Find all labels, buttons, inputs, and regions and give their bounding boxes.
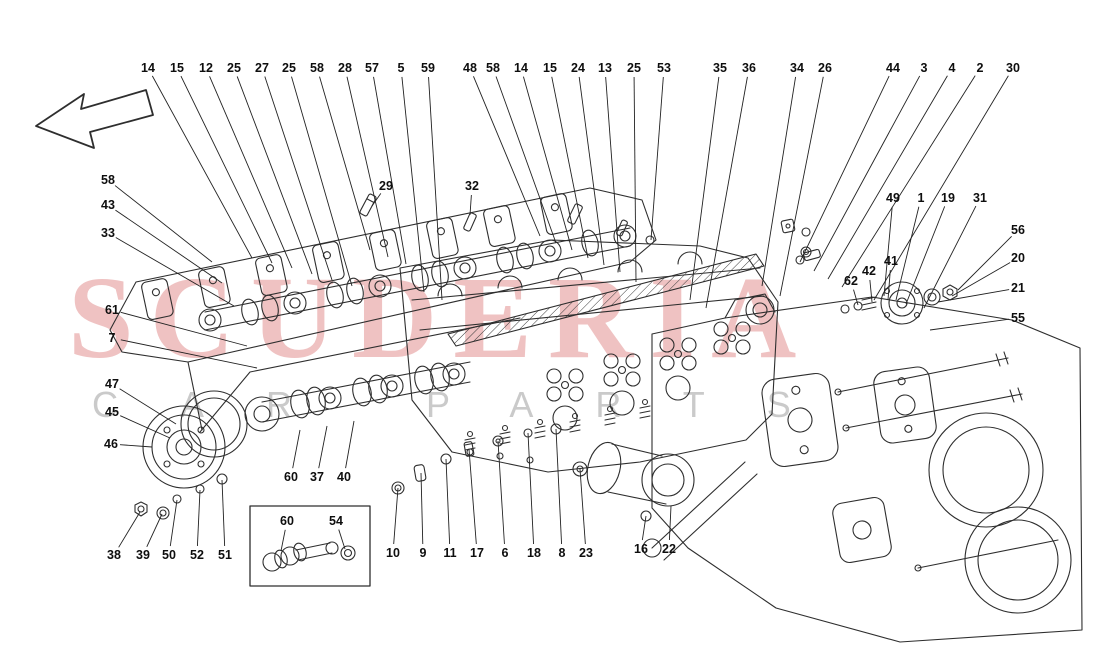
callout-22: 22 — [662, 541, 676, 556]
callout-21: 21 — [1011, 280, 1025, 295]
callout-15: 15 — [170, 60, 184, 75]
callout-32: 32 — [465, 178, 479, 193]
callout-42: 42 — [862, 263, 876, 278]
callout-62: 62 — [844, 273, 858, 288]
callout-25: 25 — [227, 60, 241, 75]
callout-1: 1 — [917, 190, 925, 205]
callout-5: 5 — [397, 60, 405, 75]
callout-14: 14 — [141, 60, 155, 75]
callout-13: 13 — [598, 60, 612, 75]
callout-30: 30 — [1006, 60, 1020, 75]
watermark-secondary: CAR PARTS — [92, 384, 853, 425]
callout-46: 46 — [104, 436, 118, 451]
callout-9: 9 — [419, 545, 427, 560]
callout-31: 31 — [973, 190, 987, 205]
direction-arrow-icon — [36, 90, 153, 148]
watermark-primary: SCUDERIA — [68, 252, 813, 383]
callout-20: 20 — [1011, 250, 1025, 265]
callout-52: 52 — [190, 547, 204, 562]
callout-57: 57 — [365, 60, 379, 75]
callout-11: 11 — [443, 545, 457, 560]
callout-35: 35 — [713, 60, 727, 75]
callout-36: 36 — [742, 60, 756, 75]
callout-41: 41 — [884, 253, 898, 268]
callout-3: 3 — [920, 60, 928, 75]
callout-24: 24 — [571, 60, 585, 75]
inset-box — [250, 506, 370, 586]
callout-25: 25 — [627, 60, 641, 75]
callout-59: 59 — [421, 60, 435, 75]
callout-8: 8 — [558, 545, 566, 560]
callout-60: 60 — [280, 513, 294, 528]
callout-39: 39 — [136, 547, 150, 562]
callout-54: 54 — [329, 513, 343, 528]
callout-55: 55 — [1011, 310, 1025, 325]
callout-48: 48 — [463, 60, 477, 75]
callout-58: 58 — [101, 172, 115, 187]
callout-6: 6 — [501, 545, 509, 560]
callout-58: 58 — [486, 60, 500, 75]
callout-40: 40 — [337, 469, 351, 484]
callout-44: 44 — [886, 60, 900, 75]
callout-50: 50 — [162, 547, 176, 562]
callout-47: 47 — [105, 376, 119, 391]
callout-43: 43 — [101, 197, 115, 212]
callout-49: 49 — [886, 190, 900, 205]
callout-26: 26 — [818, 60, 832, 75]
callout-19: 19 — [941, 190, 955, 205]
callout-37: 37 — [310, 469, 324, 484]
callout-10: 10 — [386, 545, 400, 560]
callout-7: 7 — [108, 330, 116, 345]
callout-25: 25 — [282, 60, 296, 75]
callout-17: 17 — [470, 545, 484, 560]
callout-2: 2 — [976, 60, 984, 75]
callout-33: 33 — [101, 225, 115, 240]
callout-18: 18 — [527, 545, 541, 560]
callout-34: 34 — [790, 60, 804, 75]
callout-27: 27 — [255, 60, 269, 75]
callout-58: 58 — [310, 60, 324, 75]
callout-12: 12 — [199, 60, 213, 75]
callout-56: 56 — [1011, 222, 1025, 237]
callout-53: 53 — [657, 60, 671, 75]
callout-61: 61 — [105, 302, 119, 317]
callout-16: 16 — [634, 541, 648, 556]
callout-28: 28 — [338, 60, 352, 75]
callout-23: 23 — [579, 545, 593, 560]
callout-15: 15 — [543, 60, 557, 75]
callout-60: 60 — [284, 469, 298, 484]
callout-29: 29 — [379, 178, 393, 193]
callout-51: 51 — [218, 547, 232, 562]
callout-4: 4 — [948, 60, 956, 75]
callout-45: 45 — [105, 404, 119, 419]
callout-14: 14 — [514, 60, 528, 75]
callout-38: 38 — [107, 547, 121, 562]
